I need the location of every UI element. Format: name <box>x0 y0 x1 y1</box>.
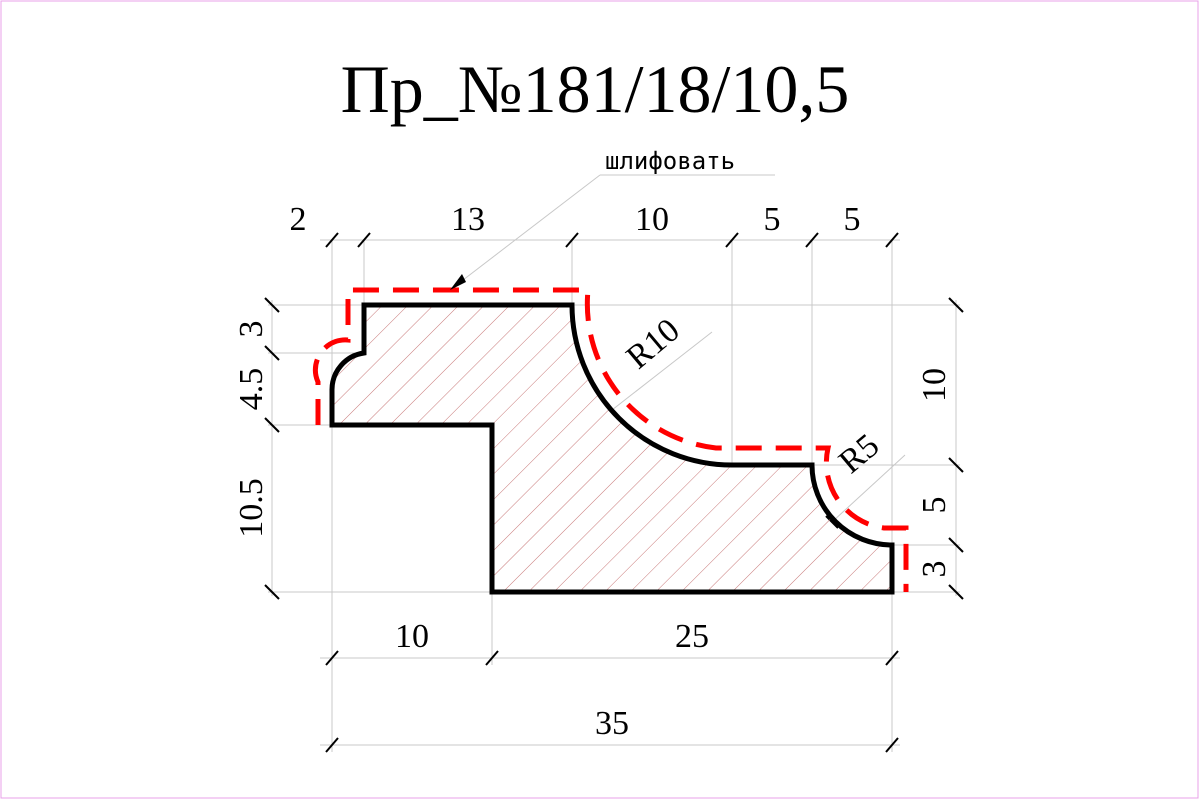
vertical-extension-lines <box>331 240 893 752</box>
leader-arrow-icon <box>450 274 466 290</box>
right-dim-3: 3 <box>916 561 953 578</box>
top-dim-5: 5 <box>844 201 861 238</box>
top-dim-2: 13 <box>451 201 485 238</box>
grinding-line <box>312 287 909 592</box>
radius-r5: R5 <box>832 427 886 481</box>
left-dim-1: 3 <box>233 321 270 338</box>
left-dim-3: 10.5 <box>233 478 270 538</box>
bottom-dim-2: 25 <box>675 618 709 655</box>
right-dim-1: 10 <box>916 368 953 402</box>
radius-r10: R10 <box>620 312 687 377</box>
dimension-ticks <box>264 232 964 753</box>
bottom-dimensions: 10 25 35 <box>395 618 709 742</box>
right-dimensions: 10 5 3 <box>916 368 953 578</box>
left-dim-2: 4.5 <box>233 368 270 411</box>
right-dim-2: 5 <box>916 497 953 514</box>
bottom-dim-1: 10 <box>395 618 429 655</box>
top-dim-3: 10 <box>635 201 669 238</box>
top-dim-1: 2 <box>290 201 307 238</box>
drawing-title: Пр_№181/18/10,5 <box>341 51 850 127</box>
dimension-lines <box>271 174 957 746</box>
top-dim-4: 5 <box>764 201 781 238</box>
profile-section <box>329 302 895 595</box>
overall-width: 35 <box>595 705 629 742</box>
grinding-note: шлифовать <box>605 147 735 175</box>
top-dimensions: 2 13 10 5 5 <box>290 201 861 238</box>
left-dimensions: 3 4.5 10.5 <box>233 321 270 538</box>
